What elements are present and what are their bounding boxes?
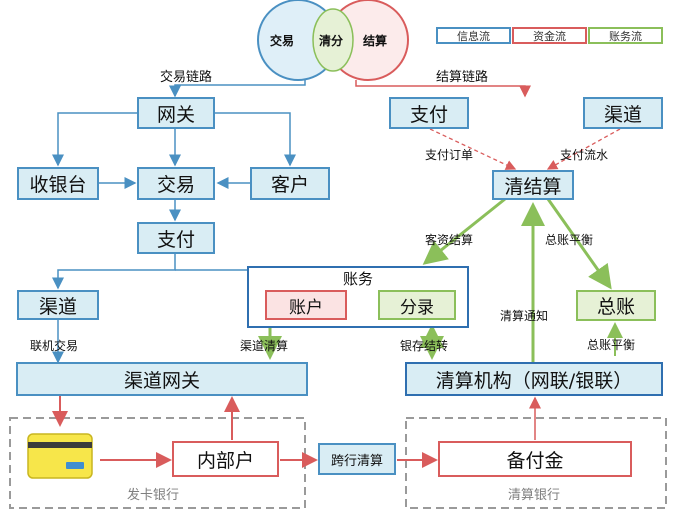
bank-card-icon — [27, 433, 93, 479]
venn-trade-label: 交易 — [270, 34, 295, 48]
channel-clear-label: 渠道清算 — [240, 339, 289, 353]
deposit-transfer-label: 银存结转 — [400, 339, 449, 353]
clear-notice-label: 清算通知 — [500, 309, 549, 323]
customer-node: 客户 — [250, 167, 330, 200]
ledger-balance2-label: 总账平衡 — [587, 338, 636, 352]
ledger-node: 总账 — [576, 290, 656, 321]
legend-fund: 资金流 — [512, 27, 587, 44]
internal-account-node: 内部户 — [172, 441, 279, 477]
channel-right-node: 渠道 — [583, 97, 663, 129]
venn-settle-label: 结算 — [363, 34, 388, 48]
pay-right-node: 支付 — [389, 97, 469, 129]
ledger-balance-label: 总账平衡 — [545, 233, 594, 247]
customer-settle-label: 客资结算 — [425, 233, 474, 247]
trade-node: 交易 — [137, 167, 215, 200]
online-trade-label: 联机交易 — [30, 339, 79, 353]
venn-overlap-ring — [312, 8, 354, 72]
pay-order-label: 支付订单 — [425, 148, 474, 162]
venn-clear-label: 清分 — [319, 34, 344, 48]
issuer-bank-label: 发卡银行 — [127, 488, 180, 503]
clear-settle-node: 清结算 — [492, 170, 574, 200]
channel-left-node: 渠道 — [17, 290, 99, 320]
cashier-node: 收银台 — [17, 167, 99, 200]
reserve-node: 备付金 — [438, 441, 632, 477]
pay-left-node: 支付 — [137, 222, 215, 254]
entry-node: 分录 — [378, 290, 456, 320]
accounting-title: 账务 — [342, 270, 373, 288]
channel-gateway-node: 渠道网关 — [16, 362, 308, 396]
gateway-node: 网关 — [137, 97, 215, 129]
clearing-bank-frame — [405, 417, 667, 509]
pay-flow-label: 支付流水 — [560, 148, 609, 162]
account-node: 账户 — [265, 290, 347, 320]
legend-account: 账务流 — [588, 27, 663, 44]
cross-bank-node: 跨行清算 — [318, 443, 396, 475]
trade-chain-label: 交易链路 — [160, 70, 213, 85]
clearing-org-node: 清算机构（网联/银联） — [405, 362, 663, 396]
clearing-bank-label: 清算银行 — [508, 488, 561, 503]
legend-info: 信息流 — [436, 27, 511, 44]
settle-chain-label: 结算链路 — [436, 70, 489, 85]
